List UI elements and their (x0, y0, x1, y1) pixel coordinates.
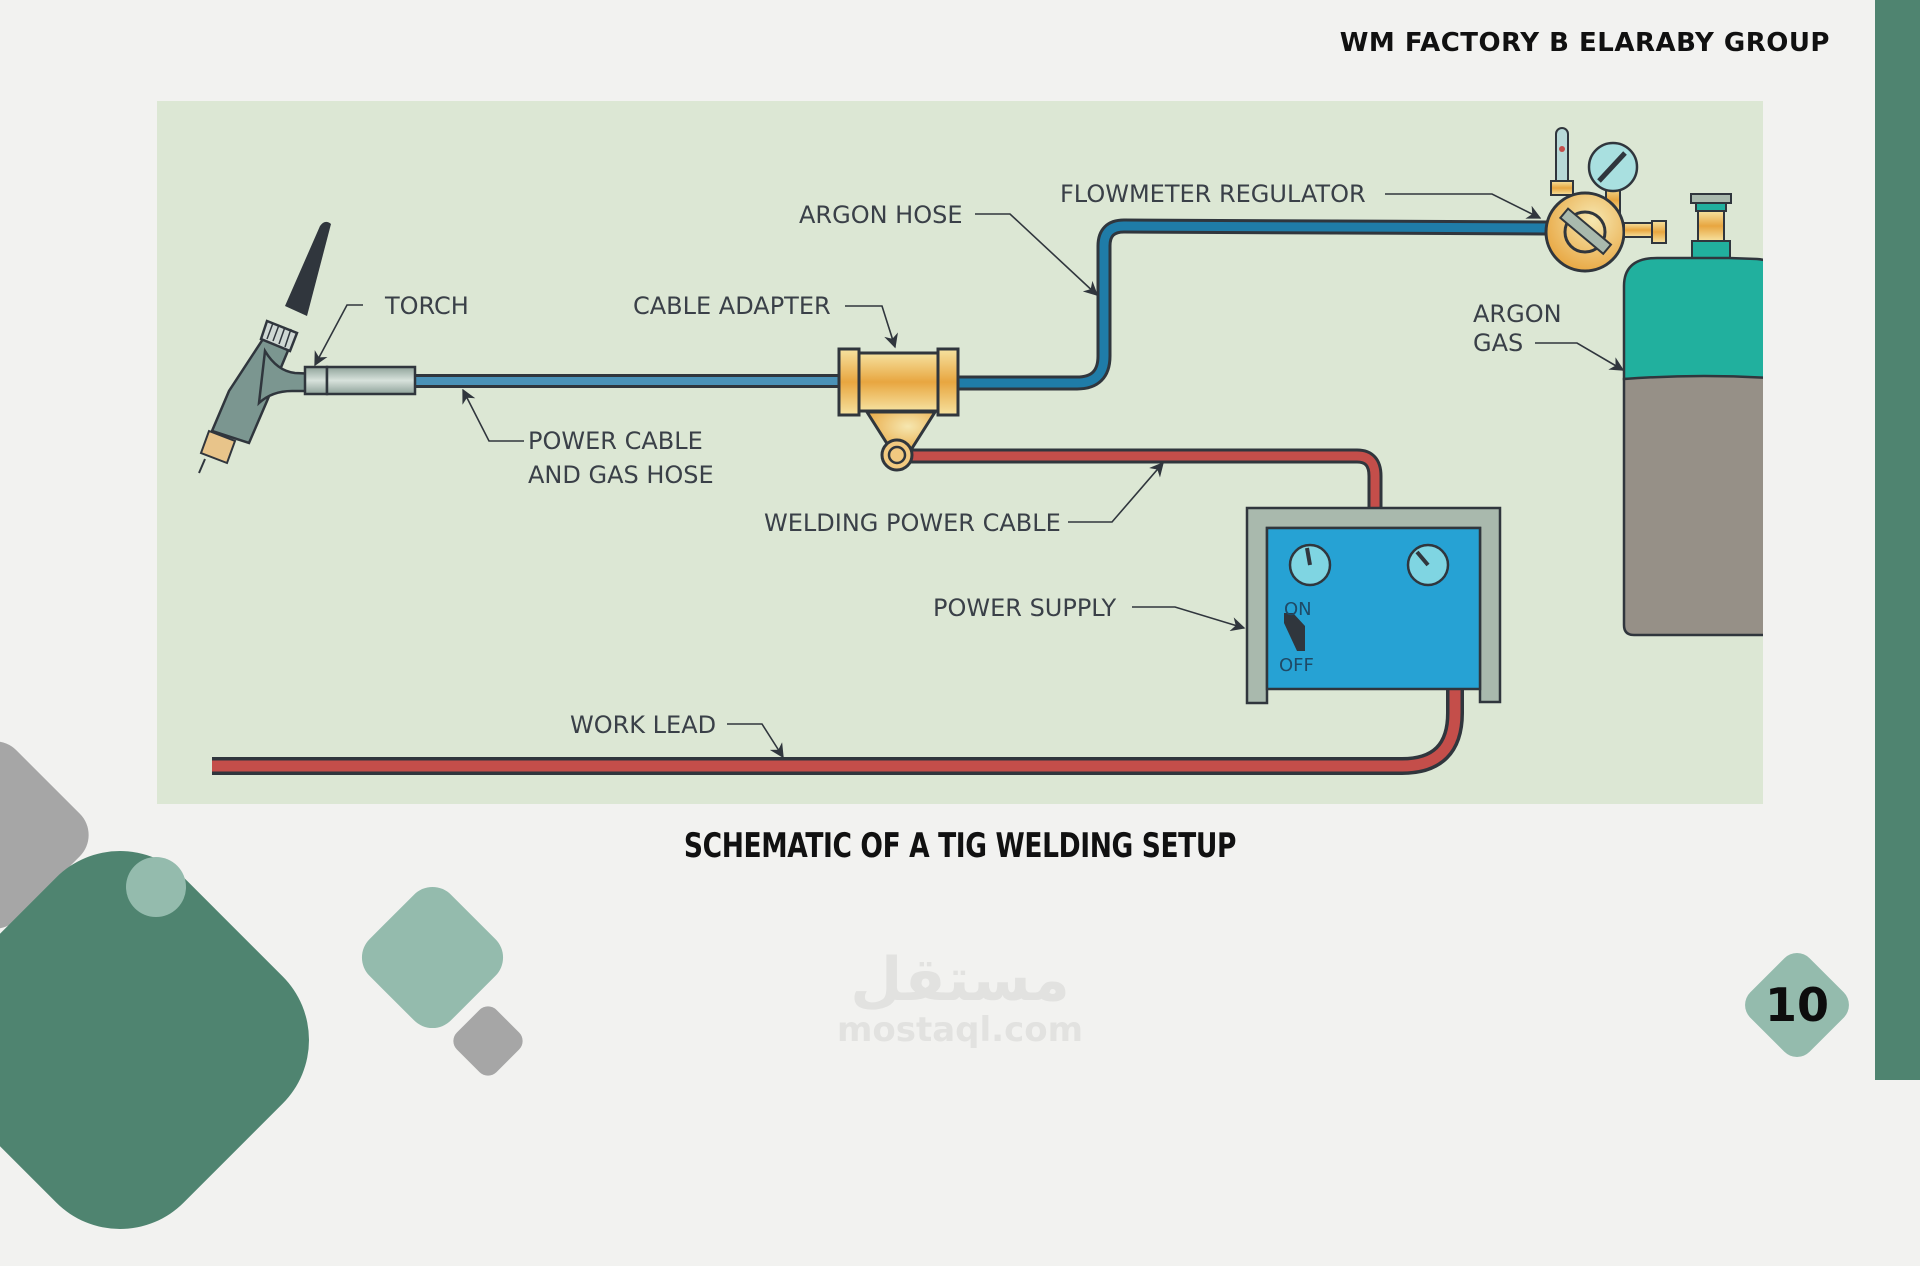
label-power-cable-line2: AND GAS HOSE (528, 461, 714, 489)
work-lead-cable (212, 686, 1464, 775)
power-switch[interactable] (1284, 613, 1305, 651)
label-welding-power-cable: WELDING POWER CABLE (764, 509, 1061, 537)
diagram-canvas: ON OFF TORCH POWER CABLE AND GAS HOSE CA… (198, 127, 1763, 775)
label-torch: TORCH (384, 292, 469, 320)
switch-off-label: OFF (1279, 655, 1314, 676)
label-power-cable-line1: POWER CABLE (528, 427, 703, 455)
label-work-lead: WORK LEAD (570, 711, 716, 739)
leader-lines (314, 193, 1625, 759)
flowmeter-regulator (1544, 127, 1655, 273)
right-accent-bar (1875, 0, 1920, 1080)
label-argon-hose: ARGON HOSE (799, 201, 963, 229)
argon-hose-leader (975, 213, 1099, 296)
watermark-latin: mostaql.com (836, 1010, 1084, 1050)
flowmeter-regulator-leader (1385, 193, 1542, 219)
welding-power-cable-leader (1068, 461, 1164, 523)
label-argon-gas-line2: GAS (1473, 329, 1523, 357)
torch-leader (314, 304, 363, 367)
welding-power-cable (897, 448, 1383, 509)
deco-light-circle (126, 857, 186, 917)
header-title: WM FACTORY B ELARABY GROUP (1339, 28, 1830, 58)
tig-welding-diagram: ON OFF TORCH POWER CABLE AND GAS HOSE CA… (157, 101, 1763, 804)
argon-gas-leader (1535, 342, 1625, 371)
work-lead-leader (727, 723, 784, 759)
label-power-supply: POWER SUPPLY (933, 594, 1116, 622)
argon-gas-cylinder (1622, 193, 1763, 637)
power-supply-gauge-right (1406, 543, 1450, 587)
power-supply-leader (1132, 606, 1246, 632)
deco-small-gray-diamond (448, 1001, 528, 1081)
label-cable-adapter: CABLE ADAPTER (633, 292, 831, 320)
diagram-caption: SCHEMATIC OF A TIG WELDING SETUP (683, 826, 1237, 866)
page-number: 10 (1764, 978, 1829, 1032)
page-number-badge: 10 (1737, 945, 1857, 1065)
cable-adapter (837, 347, 960, 472)
argon-hose (952, 218, 1548, 391)
power-supply: ON OFF (1245, 506, 1502, 705)
label-flowmeter-regulator: FLOWMETER REGULATOR (1060, 180, 1366, 208)
label-argon-gas-line1: ARGON (1473, 300, 1562, 328)
watermark: مستقل mostaql.com (830, 950, 1090, 1050)
switch-on-label: ON (1284, 599, 1312, 620)
power-supply-gauge-left (1288, 543, 1332, 587)
torch (198, 221, 417, 474)
cable-adapter-leader (845, 305, 898, 349)
watermark-arabic: مستقل (850, 945, 1070, 1015)
power-cable-leader (462, 388, 524, 442)
